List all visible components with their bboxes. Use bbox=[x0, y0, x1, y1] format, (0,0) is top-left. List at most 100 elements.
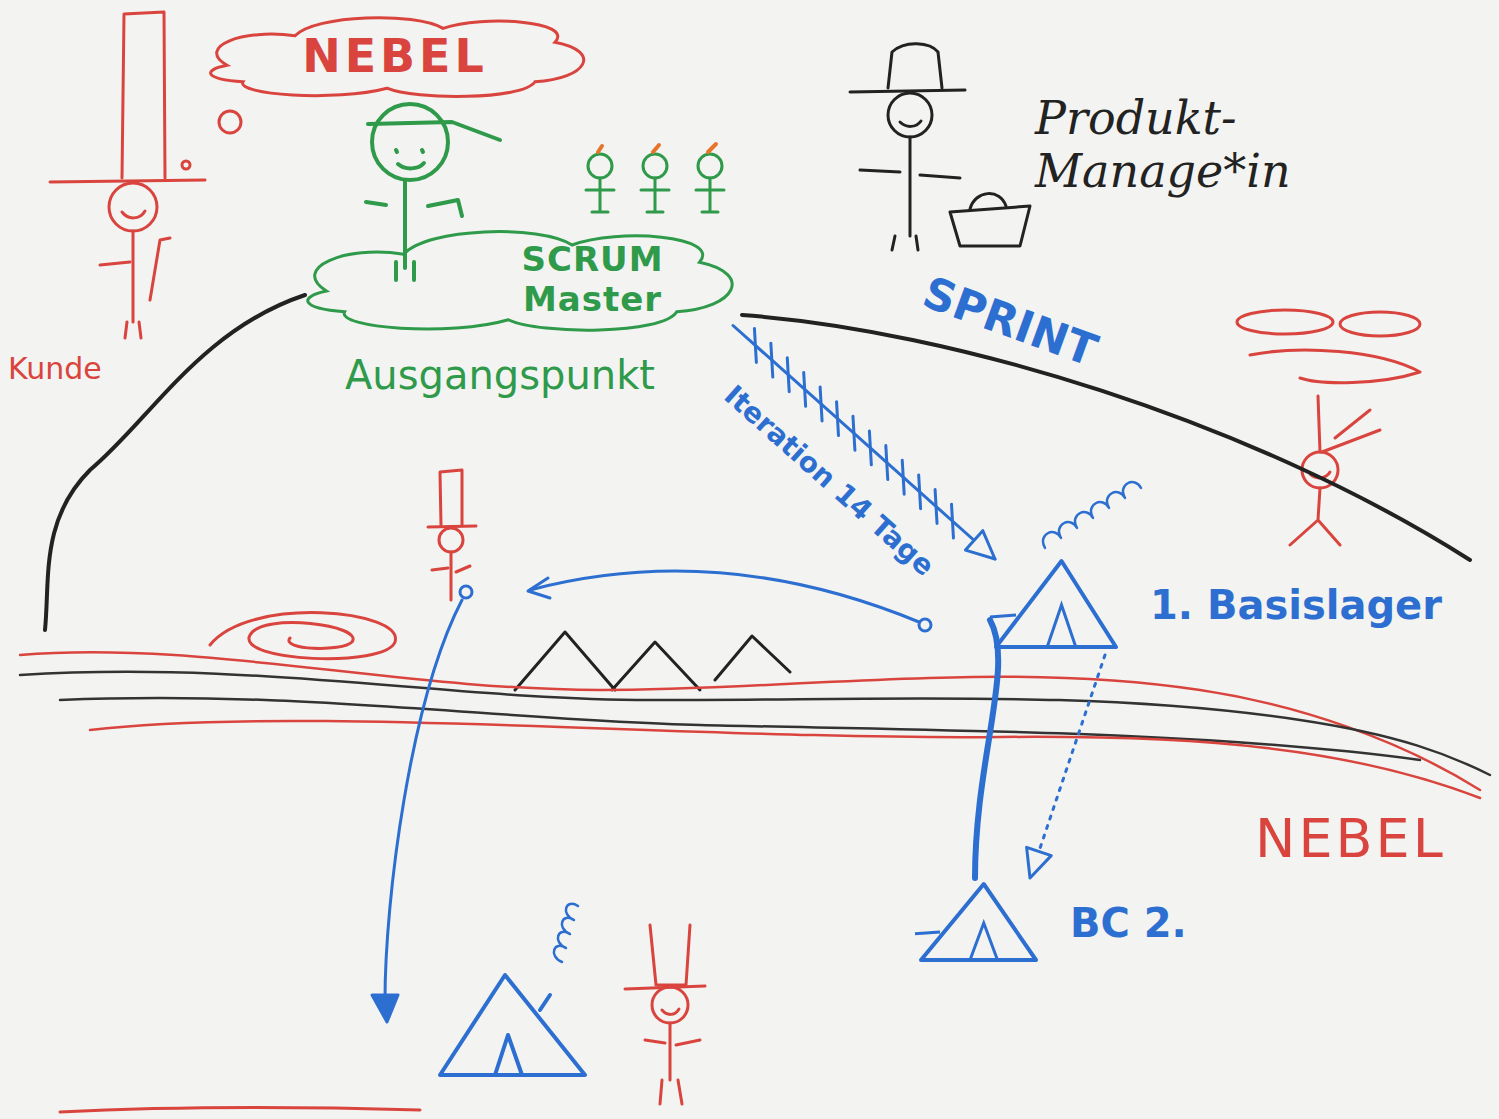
free-label: Produkt- Manage*in bbox=[1035, 92, 1305, 198]
stick-figure bbox=[669, 1023, 672, 1080]
path-curve bbox=[45, 295, 1470, 630]
team-figures bbox=[586, 154, 724, 212]
tent-symbol bbox=[440, 975, 585, 1075]
mountain-range bbox=[612, 642, 700, 690]
stick-figure bbox=[450, 552, 453, 600]
node-text-box: NEBEL bbox=[195, 10, 595, 102]
stick-figure bbox=[1237, 310, 1420, 545]
team-figures bbox=[696, 178, 724, 212]
tent-outline bbox=[921, 884, 1036, 960]
stick-figure bbox=[1290, 488, 1340, 545]
stick-figure bbox=[625, 925, 705, 1104]
stick-figure bbox=[1322, 410, 1380, 452]
stick-figure bbox=[1237, 310, 1333, 334]
route-arrow bbox=[372, 995, 398, 1022]
stick-figure bbox=[1318, 396, 1320, 452]
stick-figure bbox=[440, 470, 462, 525]
tent-symbol bbox=[495, 1035, 522, 1075]
stick-figure bbox=[372, 104, 448, 180]
route-arrow bbox=[530, 571, 919, 622]
stick-figure bbox=[900, 121, 921, 126]
hatch-tick bbox=[754, 329, 756, 363]
path-curve bbox=[45, 295, 305, 630]
connector bbox=[975, 620, 998, 878]
stick-figure bbox=[950, 206, 1030, 246]
hatch-tick bbox=[886, 446, 888, 480]
stick-figure bbox=[662, 1009, 679, 1014]
river-lines bbox=[20, 672, 1490, 775]
node-text-box: BC 2. bbox=[1070, 878, 1187, 968]
tent-outline bbox=[996, 561, 1116, 647]
node-text-box: SCRUM Master bbox=[290, 222, 745, 337]
fog-spiral bbox=[210, 613, 395, 659]
free-label: Ausgangspunkt bbox=[345, 352, 655, 398]
stick-figure bbox=[650, 925, 690, 985]
team-figures bbox=[641, 178, 669, 212]
hatch-tick bbox=[820, 387, 822, 421]
stick-figure bbox=[50, 180, 205, 182]
river-lines bbox=[90, 721, 1480, 798]
tent-outline bbox=[990, 555, 1120, 655]
hatch-tick bbox=[869, 431, 871, 465]
hatch-tick bbox=[935, 490, 937, 524]
stick-figure bbox=[909, 137, 912, 236]
tent-door bbox=[1047, 605, 1076, 647]
stick-figure bbox=[366, 202, 386, 205]
mountain-range bbox=[515, 632, 790, 690]
stick-figure bbox=[892, 236, 918, 250]
stick-figure bbox=[50, 12, 241, 338]
stick-figure bbox=[660, 1080, 682, 1104]
stick-figure bbox=[122, 12, 165, 178]
hatch-tick bbox=[902, 460, 904, 494]
stick-figure bbox=[132, 231, 135, 322]
route-arrow bbox=[919, 619, 931, 631]
stick-figure bbox=[1340, 312, 1420, 336]
mountain-range bbox=[515, 632, 615, 690]
hatch-tick bbox=[771, 343, 773, 377]
coil-symbol bbox=[554, 904, 578, 962]
fog-spiral bbox=[210, 613, 395, 659]
stick-figure bbox=[122, 211, 145, 218]
node-label: SCRUM Master bbox=[508, 240, 678, 318]
cloud-node: SCRUM Master bbox=[290, 222, 745, 337]
stick-figure bbox=[428, 200, 462, 216]
cloud-node: NEBEL bbox=[195, 10, 595, 102]
edge-label: Iteration 14 Tage bbox=[714, 376, 944, 586]
hair-tufts bbox=[598, 146, 602, 152]
route-arrow bbox=[460, 586, 472, 598]
team-figures bbox=[643, 154, 667, 178]
tent-symbol bbox=[540, 995, 550, 1010]
node-label: 1. Basislager bbox=[1150, 582, 1442, 628]
stick-figure bbox=[970, 194, 1006, 209]
stick-figure bbox=[428, 470, 476, 600]
team-figures bbox=[586, 178, 614, 212]
tent-flap bbox=[915, 932, 940, 934]
border-line bbox=[60, 1108, 420, 1112]
river-lines bbox=[60, 698, 1420, 760]
connector bbox=[1027, 655, 1105, 878]
stick-figure bbox=[645, 1040, 700, 1045]
cloud-outline bbox=[211, 18, 584, 97]
stick-figure bbox=[109, 183, 157, 231]
stick-figure bbox=[850, 44, 1030, 250]
dotted-arrow bbox=[1030, 655, 1105, 878]
route-arrow bbox=[385, 600, 462, 1000]
node-label: NEBEL bbox=[302, 30, 488, 83]
hair-tufts bbox=[708, 144, 716, 152]
free-label: NEBEL bbox=[1255, 808, 1446, 870]
cloud-outline bbox=[308, 232, 732, 331]
stick-figure bbox=[398, 163, 424, 168]
stick-figure bbox=[125, 322, 141, 338]
team-figures bbox=[588, 154, 612, 178]
stick-figure bbox=[860, 170, 960, 178]
tent-node: 1. Basislager bbox=[990, 555, 1452, 655]
hair-tufts bbox=[653, 145, 659, 152]
stick-figure bbox=[100, 262, 130, 265]
stick-figure bbox=[888, 93, 932, 137]
hatch-tick bbox=[787, 358, 789, 392]
tent-node: BC 2. bbox=[915, 878, 1197, 968]
tent-flap bbox=[990, 615, 1016, 617]
free-label: Kunde bbox=[8, 352, 102, 387]
stick-figure bbox=[1250, 350, 1420, 383]
